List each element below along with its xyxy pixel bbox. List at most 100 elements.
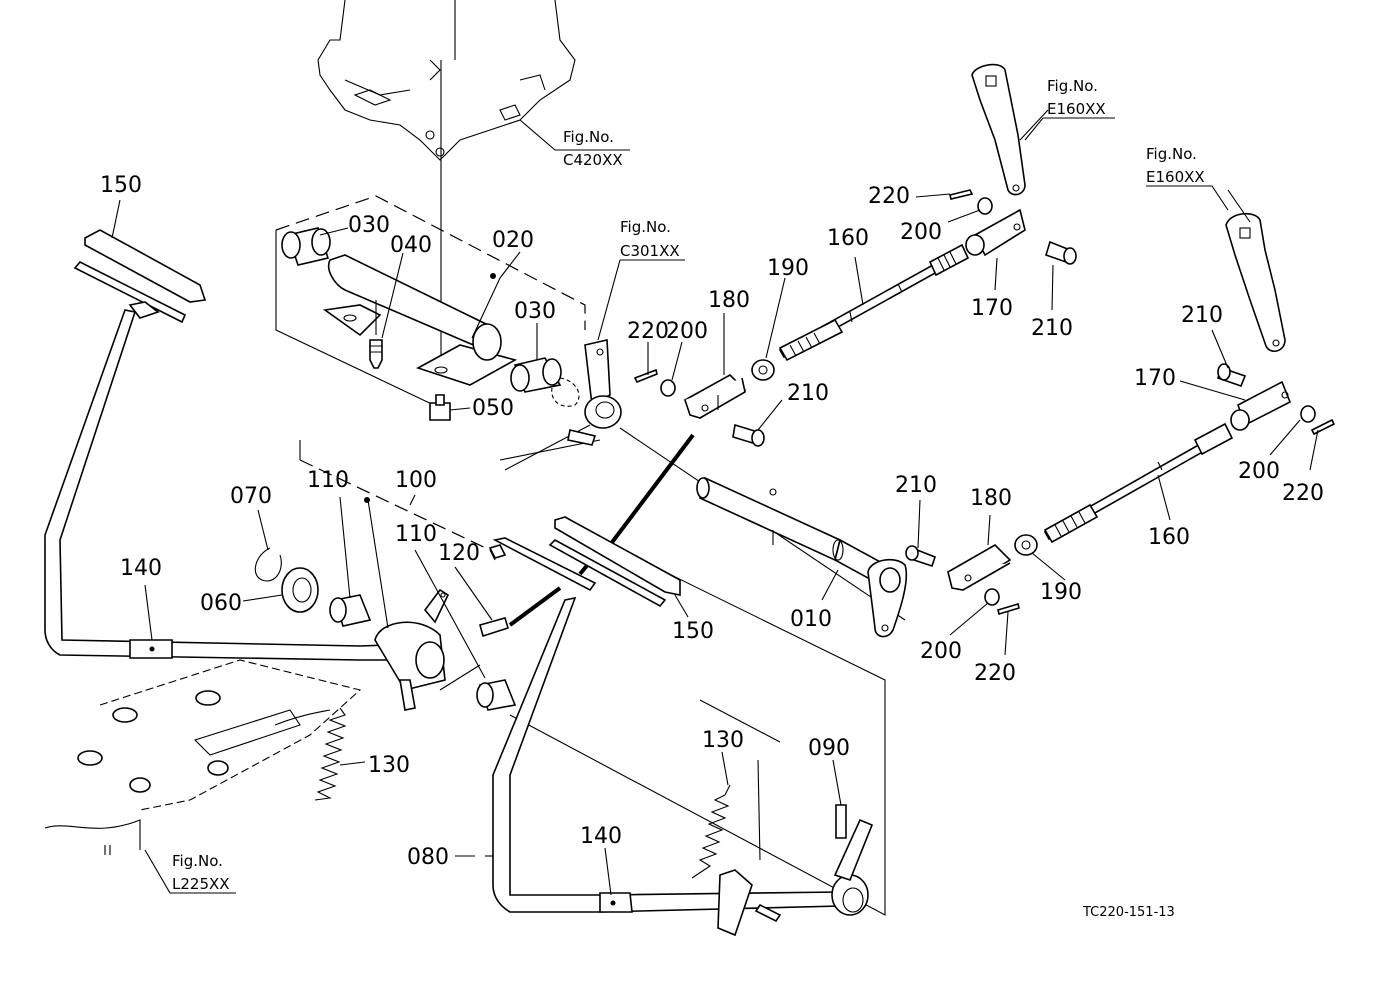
callout-060[interactable]: 060 — [200, 591, 242, 616]
clevis-pin-210 — [905, 545, 936, 568]
fig-code: C420XX — [563, 151, 623, 169]
spring-130-right — [691, 784, 731, 879]
clevis-180-upper — [683, 374, 747, 420]
pedal-150-left — [73, 229, 207, 324]
arm-c301 — [567, 339, 622, 446]
washer-060 — [281, 567, 319, 613]
callout-010[interactable]: 010 — [790, 607, 832, 632]
callout-220[interactable]: 220 — [974, 661, 1016, 686]
callout-170[interactable]: 170 — [1134, 366, 1176, 391]
floor-plate-l225 — [44, 659, 362, 855]
pin-090 — [835, 804, 847, 839]
callout-210[interactable]: 210 — [787, 381, 829, 406]
callout-140[interactable]: 140 — [120, 556, 162, 581]
bracket-assembly-box — [275, 195, 586, 409]
bushing-030-left — [281, 227, 331, 266]
pedal-arm-140-left — [44, 309, 389, 661]
shaft-bracket-020 — [322, 254, 518, 386]
ghost-bushing-outline — [551, 377, 580, 407]
washer-200 — [977, 197, 993, 215]
callout-140[interactable]: 140 — [580, 824, 622, 849]
pedal-arm-080 — [492, 596, 841, 913]
callout-210[interactable]: 210 — [1181, 303, 1223, 328]
guide-line — [274, 709, 331, 726]
callout-150[interactable]: 150 — [100, 173, 142, 198]
pedal-150-center — [488, 516, 681, 608]
callout-220[interactable]: 220 — [627, 319, 669, 344]
callout-030[interactable]: 030 — [514, 299, 556, 324]
callout-100[interactable]: 100 — [395, 468, 437, 493]
callout-160[interactable]: 160 — [1148, 525, 1190, 550]
callouts: 150 030 040 020 030 050 220 200 180 190 … — [100, 173, 1324, 870]
fig-caption: Fig.No. — [620, 218, 671, 236]
fig-code: E160XX — [1146, 168, 1205, 186]
cotter-pin-220 — [997, 602, 1020, 616]
fig-ref-e160-b[interactable]: Fig.No. E160XX — [1146, 145, 1205, 186]
cross-shaft-010 — [696, 476, 908, 638]
lever-e160-upper — [971, 63, 1026, 196]
cotter-pin-220 — [633, 368, 658, 384]
bushing-110-left — [329, 594, 372, 627]
fig-caption: Fig.No. — [172, 852, 223, 870]
fig-code: L225XX — [172, 875, 230, 893]
bushing-030-right — [510, 357, 562, 393]
fig-code: E160XX — [1047, 100, 1106, 118]
callout-190[interactable]: 190 — [767, 256, 809, 281]
washer-200 — [660, 379, 676, 397]
pedal-boss-center — [831, 818, 874, 916]
figure-ref-leaders — [144, 117, 1229, 894]
callout-110[interactable]: 110 — [307, 468, 349, 493]
fig-ref-c420[interactable]: Fig.No. C420XX — [563, 128, 623, 169]
callout-210[interactable]: 210 — [895, 473, 937, 498]
washer-200 — [984, 588, 1000, 606]
grease-fitting-040 — [369, 300, 383, 369]
transmission-housing — [317, 0, 576, 161]
callout-080[interactable]: 080 — [407, 845, 449, 870]
clutch-rod-line — [508, 586, 562, 627]
callout-090[interactable]: 090 — [808, 736, 850, 761]
callout-150[interactable]: 150 — [672, 619, 714, 644]
fitting-050 — [429, 394, 451, 421]
callout-110[interactable]: 110 — [395, 522, 437, 547]
callout-160[interactable]: 160 — [827, 226, 869, 251]
callout-200[interactable]: 200 — [666, 319, 708, 344]
clevis-pin-210 — [1045, 240, 1077, 265]
callout-200[interactable]: 200 — [900, 220, 942, 245]
callout-130[interactable]: 130 — [702, 728, 744, 753]
fig-ref-e160-a[interactable]: Fig.No. E160XX — [1047, 77, 1106, 118]
spring-130-left — [314, 707, 347, 801]
callout-070[interactable]: 070 — [230, 484, 272, 509]
fig-code: C301XX — [620, 242, 680, 260]
callout-130[interactable]: 130 — [368, 753, 410, 778]
callout-030[interactable]: 030 — [348, 213, 390, 238]
callout-020[interactable]: 020 — [492, 228, 534, 253]
fig-caption: Fig.No. — [1146, 145, 1197, 163]
snap-ring-070 — [254, 547, 282, 582]
rod-160-upper — [778, 243, 970, 362]
callout-220[interactable]: 220 — [868, 184, 910, 209]
callout-040[interactable]: 040 — [390, 233, 432, 258]
callout-200[interactable]: 200 — [920, 639, 962, 664]
guide-line — [509, 539, 886, 916]
fig-ref-l225[interactable]: Fig.No. L225XX — [172, 852, 230, 893]
callout-050[interactable]: 050 — [472, 396, 514, 421]
stop-bolt — [754, 903, 782, 923]
callout-170[interactable]: 170 — [971, 296, 1013, 321]
callout-190[interactable]: 190 — [1040, 580, 1082, 605]
callout-210[interactable]: 210 — [1031, 316, 1073, 341]
clevis-180-lower — [946, 544, 1012, 591]
callout-200[interactable]: 200 — [1238, 459, 1280, 484]
fig-caption: Fig.No. — [1047, 77, 1098, 95]
callout-180[interactable]: 180 — [970, 486, 1012, 511]
cotter-pin-220 — [1310, 418, 1336, 436]
leader-lines — [111, 109, 1319, 896]
callout-220[interactable]: 220 — [1282, 481, 1324, 506]
fig-ref-c301[interactable]: Fig.No. C301XX — [620, 218, 680, 260]
cotter-pin-220 — [949, 189, 974, 200]
callout-120[interactable]: 120 — [438, 541, 480, 566]
callout-180[interactable]: 180 — [708, 288, 750, 313]
stop-bracket — [717, 869, 753, 937]
nut-190-upper — [751, 359, 775, 381]
rod-160-lower — [1043, 422, 1234, 544]
